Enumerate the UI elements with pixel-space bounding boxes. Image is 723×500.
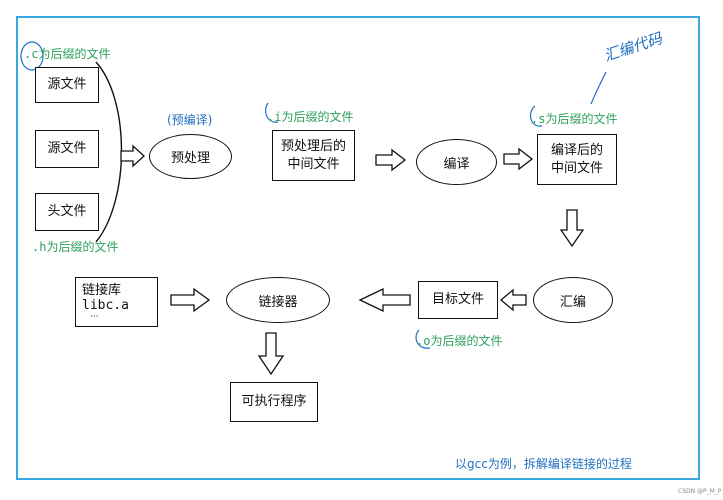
down-arrow-icon xyxy=(257,332,285,376)
executable-box: 可执行程序 xyxy=(230,382,318,422)
right-arrow-icon xyxy=(375,148,407,172)
precompile-note: (预编译) xyxy=(167,113,213,127)
intermediate-line-2: 中间文件 xyxy=(287,156,340,172)
linker-node: 链接器 xyxy=(226,277,330,323)
library-box: 链接库 libc.a ··· xyxy=(75,277,158,327)
right-arrow-icon xyxy=(503,147,534,171)
c-suffix-note: .c为后缀的文件 xyxy=(24,47,111,61)
watermark: CSDN @P_M_P xyxy=(678,488,722,495)
o-suffix-note: .o为后缀的文件 xyxy=(416,334,503,348)
down-arrow-icon xyxy=(559,209,585,248)
intermediate-file-box: 预处理后的 中间文件 xyxy=(272,130,355,181)
compiled-line-2: 中间文件 xyxy=(550,160,603,176)
object-file-box: 目标文件 xyxy=(418,281,498,319)
compiled-line-1: 编译后的 xyxy=(550,142,603,158)
header-file: 头文件 xyxy=(35,193,99,231)
c-suffix-circle xyxy=(20,41,44,71)
s-suffix-note: .s为后缀的文件 xyxy=(531,112,618,126)
left-arrow-icon xyxy=(499,288,527,312)
left-arrow-icon xyxy=(358,287,411,313)
compile-node: 编译 xyxy=(416,139,497,185)
outer-frame xyxy=(16,16,700,480)
library-title: 链接库 xyxy=(82,282,122,298)
right-arrow-icon xyxy=(120,144,145,168)
assemble-node: 汇编 xyxy=(533,277,613,323)
compiled-file-box: 编译后的 中间文件 xyxy=(537,134,617,185)
i-suffix-mark xyxy=(265,102,279,123)
diagram-caption: 以gcc为例，拆解编译链接的过程 xyxy=(455,457,632,471)
intermediate-line-1: 预处理后的 xyxy=(280,138,346,154)
right-arrow-icon xyxy=(170,287,211,313)
brace-icon xyxy=(95,61,123,243)
library-file: libc.a xyxy=(82,297,129,313)
i-suffix-note: .i为后缀的文件 xyxy=(267,110,354,124)
s-suffix-mark xyxy=(529,105,543,127)
source-file-1: 源文件 xyxy=(35,67,99,103)
handwriting-pointer xyxy=(590,71,607,105)
library-more: ··· xyxy=(90,311,99,322)
source-file-2: 源文件 xyxy=(35,130,99,168)
h-suffix-note: .h为后缀的文件 xyxy=(32,240,119,254)
o-suffix-mark xyxy=(415,329,431,349)
preprocess-node: 预处理 xyxy=(149,134,232,179)
